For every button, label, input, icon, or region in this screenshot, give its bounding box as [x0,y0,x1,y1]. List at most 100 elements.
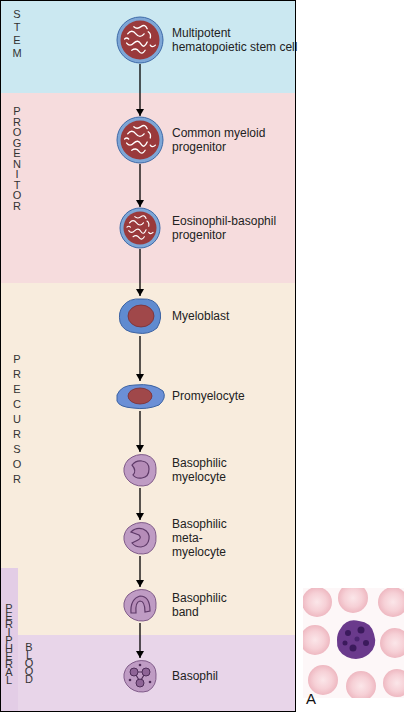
cell-node: Multipotent hematopoietic stem cell [116,16,164,64]
cell-drawing [117,296,163,336]
cell-drawing [113,381,167,411]
cytoplasm [117,17,163,63]
arrow-head [136,200,144,207]
nucleus-bridge [136,672,144,680]
arrow-line [139,556,140,587]
flow-arrow [136,64,144,116]
red-cell [303,588,332,617]
arrow-line [139,64,140,116]
arrow-line [139,164,140,207]
chromatin [125,26,156,54]
nucleus [128,388,152,404]
cell-drawing [122,520,158,556]
red-cell [346,671,376,698]
stage-label: BLOOD [20,641,38,681]
nucleus [121,21,160,60]
granule [358,627,365,634]
granule [363,640,369,646]
stage-label: PERIPHERAL [0,568,18,712]
nucleus [132,461,149,478]
cell-name: Basophilic band [172,591,244,619]
nucleus [128,305,154,327]
red-cell [378,588,404,617]
flow-arrow [136,488,144,520]
cytoplasm [124,661,156,692]
cytoplasm [117,117,163,163]
flow-arrow [136,249,144,296]
arrow-head [136,109,144,116]
arrow-head [136,580,144,587]
cell-name: Promyelocyte [172,389,272,403]
cell-name: Basophilic meta- myelocyte [172,517,244,559]
arrow-line [139,336,140,381]
granule [129,679,132,682]
granule [350,645,357,652]
arrow-head [136,289,144,296]
cell-name: Basophil [172,669,272,683]
flow-arrow [136,411,144,452]
stage-band: STEM Multipotent hematopoietic stem cell [0,0,295,93]
basophil-cell [337,620,375,659]
nucleus-lobe [130,668,138,676]
cell-name: Basophilic myelocyte [172,456,244,484]
arrow-line [139,488,140,520]
flow-arrow [136,164,144,207]
arrow-line [139,623,140,658]
cytoplasm [120,208,160,248]
arrow-head [136,513,144,520]
cell-node: Promyelocyte [113,381,167,411]
cell-node: Basophil [122,658,158,694]
cell-node: Basophilic myelocyte [122,452,158,488]
nucleus [121,121,160,160]
granule [355,637,360,642]
cell-name: Myeloblast [172,309,272,323]
nucleus [131,528,149,547]
arrow-line [139,411,140,452]
chromatin [127,216,153,239]
nucleus-lobe [142,668,150,676]
granule [343,641,348,646]
nucleus [124,212,157,245]
cell-node: Common myeloid progenitor [116,116,164,164]
chromatin [125,126,156,154]
flow-arrow [136,336,144,381]
cytoplasm [124,590,156,621]
cytoplasm [117,385,164,409]
stage-band: PRECURSOR MyeloblastPromyelocyteBasophili… [0,283,295,635]
stage-label: PROGENITOR [8,105,26,210]
cell-node: Eosinophil-basophil progenitor [119,207,161,249]
arrow-line [139,249,140,296]
cell-drawing [116,116,164,164]
cytoplasm [119,299,160,334]
stage-band: PERIPHERALBLOODBasophil [0,635,295,712]
stage-band: PROGENITOR Common myeloid progenitorEosin… [0,93,295,283]
cell-drawing [122,587,158,623]
cell-drawing [119,207,161,249]
cell-node: Basophilic band [122,587,158,623]
cell-drawing [116,16,164,64]
panel-border [0,0,296,712]
cell-drawing [122,658,158,694]
flow-arrow [136,556,144,587]
granule [139,664,142,667]
cell-name: Eosinophil-basophil progenitor [172,214,297,242]
arrow-head [136,445,144,452]
stage-label: STEM [8,8,26,60]
cell-node: Myeloblast [117,296,163,336]
granule [149,681,152,684]
red-cell [383,669,404,697]
cell-name: Common myeloid progenitor [172,126,282,154]
cytoplasm [124,523,156,554]
cell-node: Basophilic meta- myelocyte [122,520,158,556]
red-cell [380,628,404,658]
micrograph [303,588,404,698]
panel-letter: A [306,690,316,707]
cell-drawing [122,452,158,488]
stage-label: PRECURSOR [8,353,26,488]
cell-name: Multipotent hematopoietic stem cell [172,26,305,54]
granule [345,630,351,636]
cytoplasm [124,455,156,486]
arrow-head [136,374,144,381]
red-cell [338,588,368,613]
